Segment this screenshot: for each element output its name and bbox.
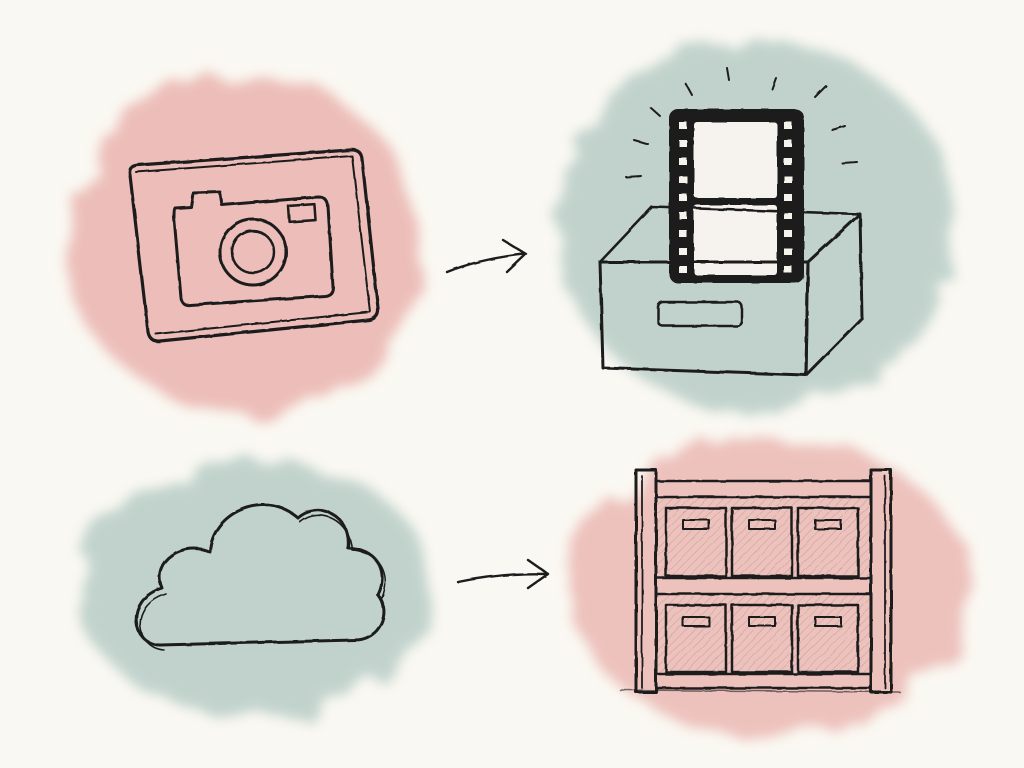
storage-box: [730, 506, 794, 578]
storage-box: [796, 603, 860, 674]
film-in-box-icon: [598, 67, 864, 377]
storage-box: [664, 506, 728, 578]
rose-wash-shelf: [570, 438, 970, 738]
cloud-icon: [134, 503, 387, 651]
storage-box: [664, 603, 728, 674]
arrow-camera-to-film-box: [445, 238, 528, 274]
shelf-boxes: [664, 506, 860, 674]
arrow-cloud-to-shelf: [456, 558, 550, 590]
film-sprockets: [679, 122, 792, 273]
shelf-with-boxes-icon: [619, 468, 901, 694]
storage-box: [796, 506, 860, 578]
box-handle: [656, 300, 744, 328]
storage-box: [730, 603, 794, 674]
rose-wash-camera: [67, 77, 423, 413]
camera-icon: [128, 148, 380, 343]
glow-rays: [625, 67, 858, 178]
